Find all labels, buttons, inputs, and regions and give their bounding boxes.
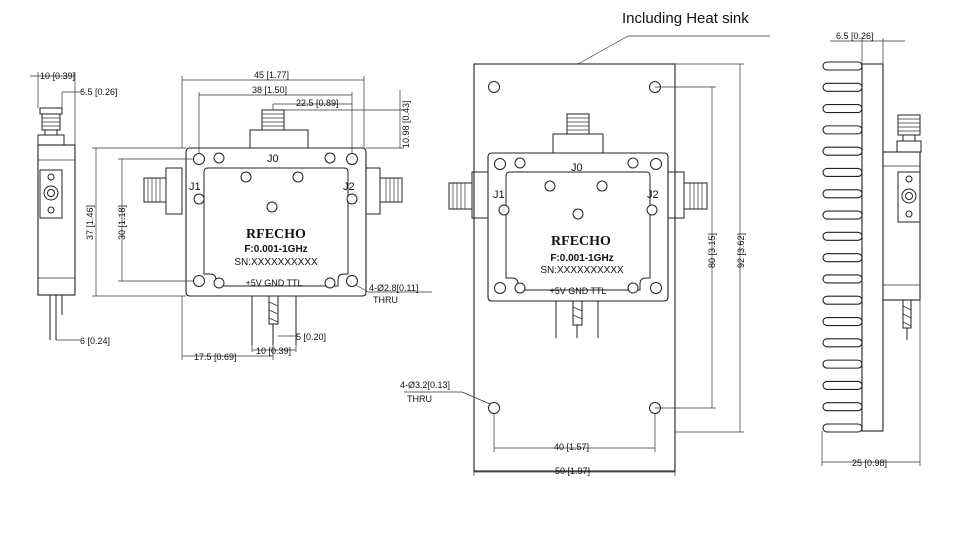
heatsink-fin [822,104,863,114]
pin-offset-dim: 17.5 [0.69] [194,352,237,362]
heatsink-fin [822,125,863,135]
pin-spacing-dim: 5 [0.20] [296,332,326,342]
hs-holes-thru: THRU [407,394,432,404]
heatsink-fin [822,146,863,156]
hs-serial-label: SN:XXXXXXXXXX [540,265,624,276]
hs-width-dim: 50 [1.97] [555,466,590,476]
top-width-dim: 45 [1.77] [254,70,289,80]
heatsink-fin [822,253,863,263]
hs-hole-vertical-dim: 80 [3.15] [707,233,717,268]
heatsink-fin [822,316,863,327]
fin-offset-dim: 6.5 [0.26] [836,31,874,41]
heatsink-view: Including Heat sink [400,10,770,476]
hs-port-j2-label: J2 [647,189,659,201]
brand-label: RFECHO [246,227,306,242]
heatsink-fin [822,359,863,369]
hs-brand-label: RFECHO [551,234,611,249]
pins-label: +5V GND TTL [245,278,302,288]
pin-pitch-dim: 10 [0.39] [256,346,291,356]
heatsink-fin [822,61,863,71]
heatsink-fins [822,61,863,433]
hs-hole-horizontal-dim: 40 [1.57] [554,442,589,452]
port-j1-label: J1 [189,181,201,193]
hs-port-j0-label: J0 [571,162,583,174]
heatsink-fin [822,274,863,284]
hole-vertical-dim: 30 [1.18] [117,205,127,240]
heatsink-side-view: 6.5 [0.26] 25 [0.98] [821,31,922,468]
frequency-label: F:0.001-1GHz [244,244,307,255]
heatsink-fin [822,231,863,241]
serial-label: SN:XXXXXXXXXX [234,257,318,268]
connector-height-dim: 10.98 [0.43] [401,100,411,148]
heatsink-fin [822,82,863,92]
mount-holes-thru: THRU [373,295,398,305]
heatsink-fin [822,210,863,220]
hs-pins-label: +5V GND TTL [549,286,606,296]
side-view: 10 [0.39] 6.5 [0.26] 6 [0.24] [30,71,118,346]
drawing-title: Including Heat sink [622,10,749,27]
heatsink-fin [822,295,863,305]
side-width-dim: 10 [0.39] [40,71,75,81]
heatsink-fin [822,402,863,412]
hs-frequency-label: F:0.001-1GHz [550,253,613,264]
hs-depth-dim: 25 [0.98] [852,458,887,468]
hs-port-j1-label: J1 [493,189,505,201]
connector-offset-dim: 22.5 [0.89] [296,98,339,108]
hole-spacing-dim: 38 [1.50] [252,85,287,95]
hs-holes-dim: 4-Ø3.2[0.13] [400,380,450,390]
side-pin-dim: 6 [0.24] [80,336,110,346]
hs-height-dim: 92 [3.62] [736,233,746,268]
heatsink-fin [822,167,863,178]
mount-holes-dim: 4-Ø2.8[0.11] [369,283,418,293]
port-j2-label: J2 [343,181,355,193]
height-dim: 37 [1.46] [85,205,95,240]
heatsink-fin [822,423,863,433]
top-view: J0 J1 J2 RFECHO F:0.001-1GHz SN:XXXXXXXX… [85,70,432,362]
heatsink-fin [822,189,863,199]
port-j0-label: J0 [267,153,279,165]
heatsink-fin [822,380,863,390]
side-connector-dim: 6.5 [0.26] [80,87,118,97]
heatsink-fin [822,338,863,348]
